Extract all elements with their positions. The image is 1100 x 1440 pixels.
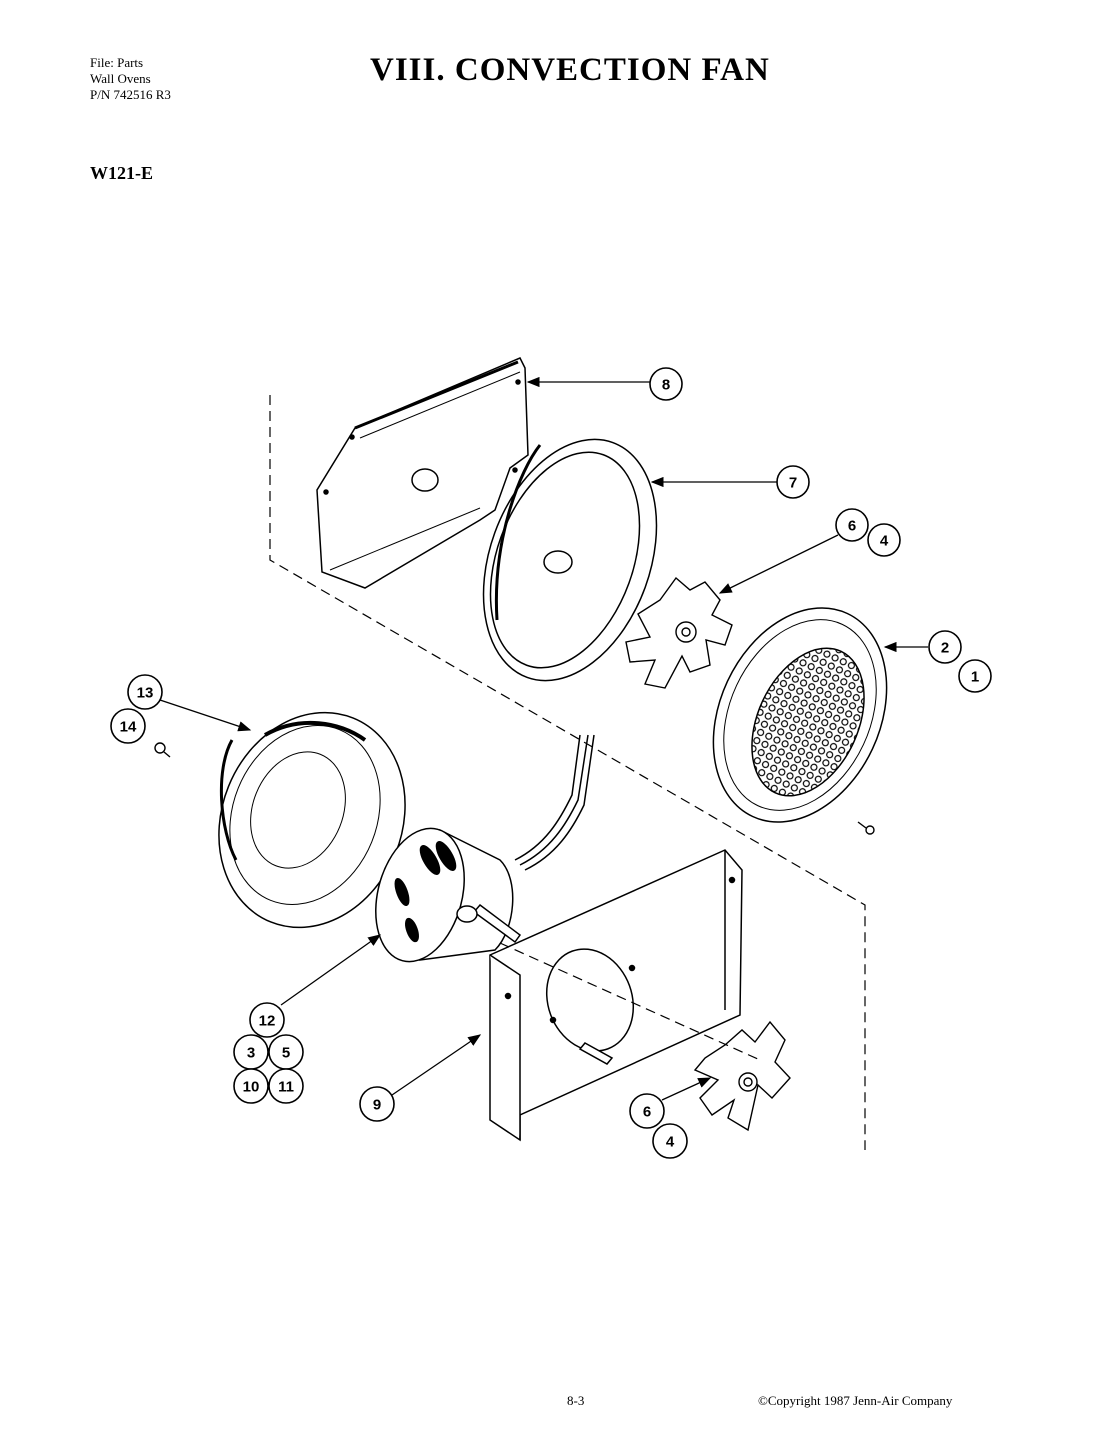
callout-label-7: 7 <box>789 475 797 492</box>
callout-14 <box>110 708 146 744</box>
callout-label-6-upper: 6 <box>848 518 856 535</box>
part-number-line: P/N 742516 R3 <box>90 87 171 102</box>
screw-housing <box>154 742 171 758</box>
callout-label-3: 3 <box>247 1045 255 1062</box>
callout-label-1: 1 <box>971 669 979 686</box>
callout-6-upper <box>835 508 869 542</box>
fan-blade-upper-part <box>625 576 733 689</box>
callout-2 <box>928 630 962 664</box>
model-number: W121-E <box>90 163 153 183</box>
callout-label-11: 11 <box>278 1079 294 1096</box>
file-info: File: Parts Wall Ovens P/N 742516 R3 <box>90 55 171 103</box>
callout-4-upper <box>867 523 901 557</box>
page-title: VIII. CONVECTION FAN <box>370 52 770 88</box>
callouts <box>110 367 992 1159</box>
fan-blade-lower-part <box>693 1020 791 1132</box>
callout-label-10: 10 <box>243 1079 260 1096</box>
product-line: Wall Ovens <box>90 71 151 86</box>
callout-label-8: 8 <box>662 377 670 394</box>
callout-13 <box>127 674 163 710</box>
page-number: 8-3 <box>567 1393 585 1408</box>
callout-label-12: 12 <box>259 1013 276 1030</box>
rear-panel-part <box>316 357 529 589</box>
callout-label-4-lower: 4 <box>666 1134 675 1151</box>
callout-10 <box>233 1068 269 1104</box>
dashed-plane-upper <box>269 395 866 1150</box>
screw-grille <box>857 821 875 835</box>
baffle-ring-part <box>482 438 658 682</box>
callout-label-5: 5 <box>282 1045 290 1062</box>
callout-label-2: 2 <box>941 640 949 657</box>
motor-housing-part <box>218 711 406 929</box>
mounting-bracket-part <box>489 849 743 1142</box>
callout-7 <box>776 465 810 499</box>
copyright-notice: ©Copyright 1987 Jenn-Air Company <box>758 1393 953 1408</box>
callout-label-14: 14 <box>120 719 137 736</box>
leader-lines <box>159 376 928 1101</box>
file-line: File: Parts <box>90 55 144 70</box>
callout-label-13: 13 <box>137 685 154 702</box>
fan-motor-part <box>375 734 595 963</box>
callout-label-4-upper: 4 <box>880 533 889 550</box>
callout-label-6-lower: 6 <box>643 1104 651 1121</box>
callout-11 <box>268 1068 304 1104</box>
callout-1 <box>958 659 992 693</box>
callout-12 <box>249 1002 285 1038</box>
callout-label-9: 9 <box>373 1097 381 1114</box>
callout-4-lower <box>652 1123 688 1159</box>
grille-cover-part <box>712 607 888 823</box>
callout-6-lower <box>629 1093 665 1129</box>
callout-9 <box>359 1086 395 1122</box>
callout-8 <box>649 367 683 401</box>
